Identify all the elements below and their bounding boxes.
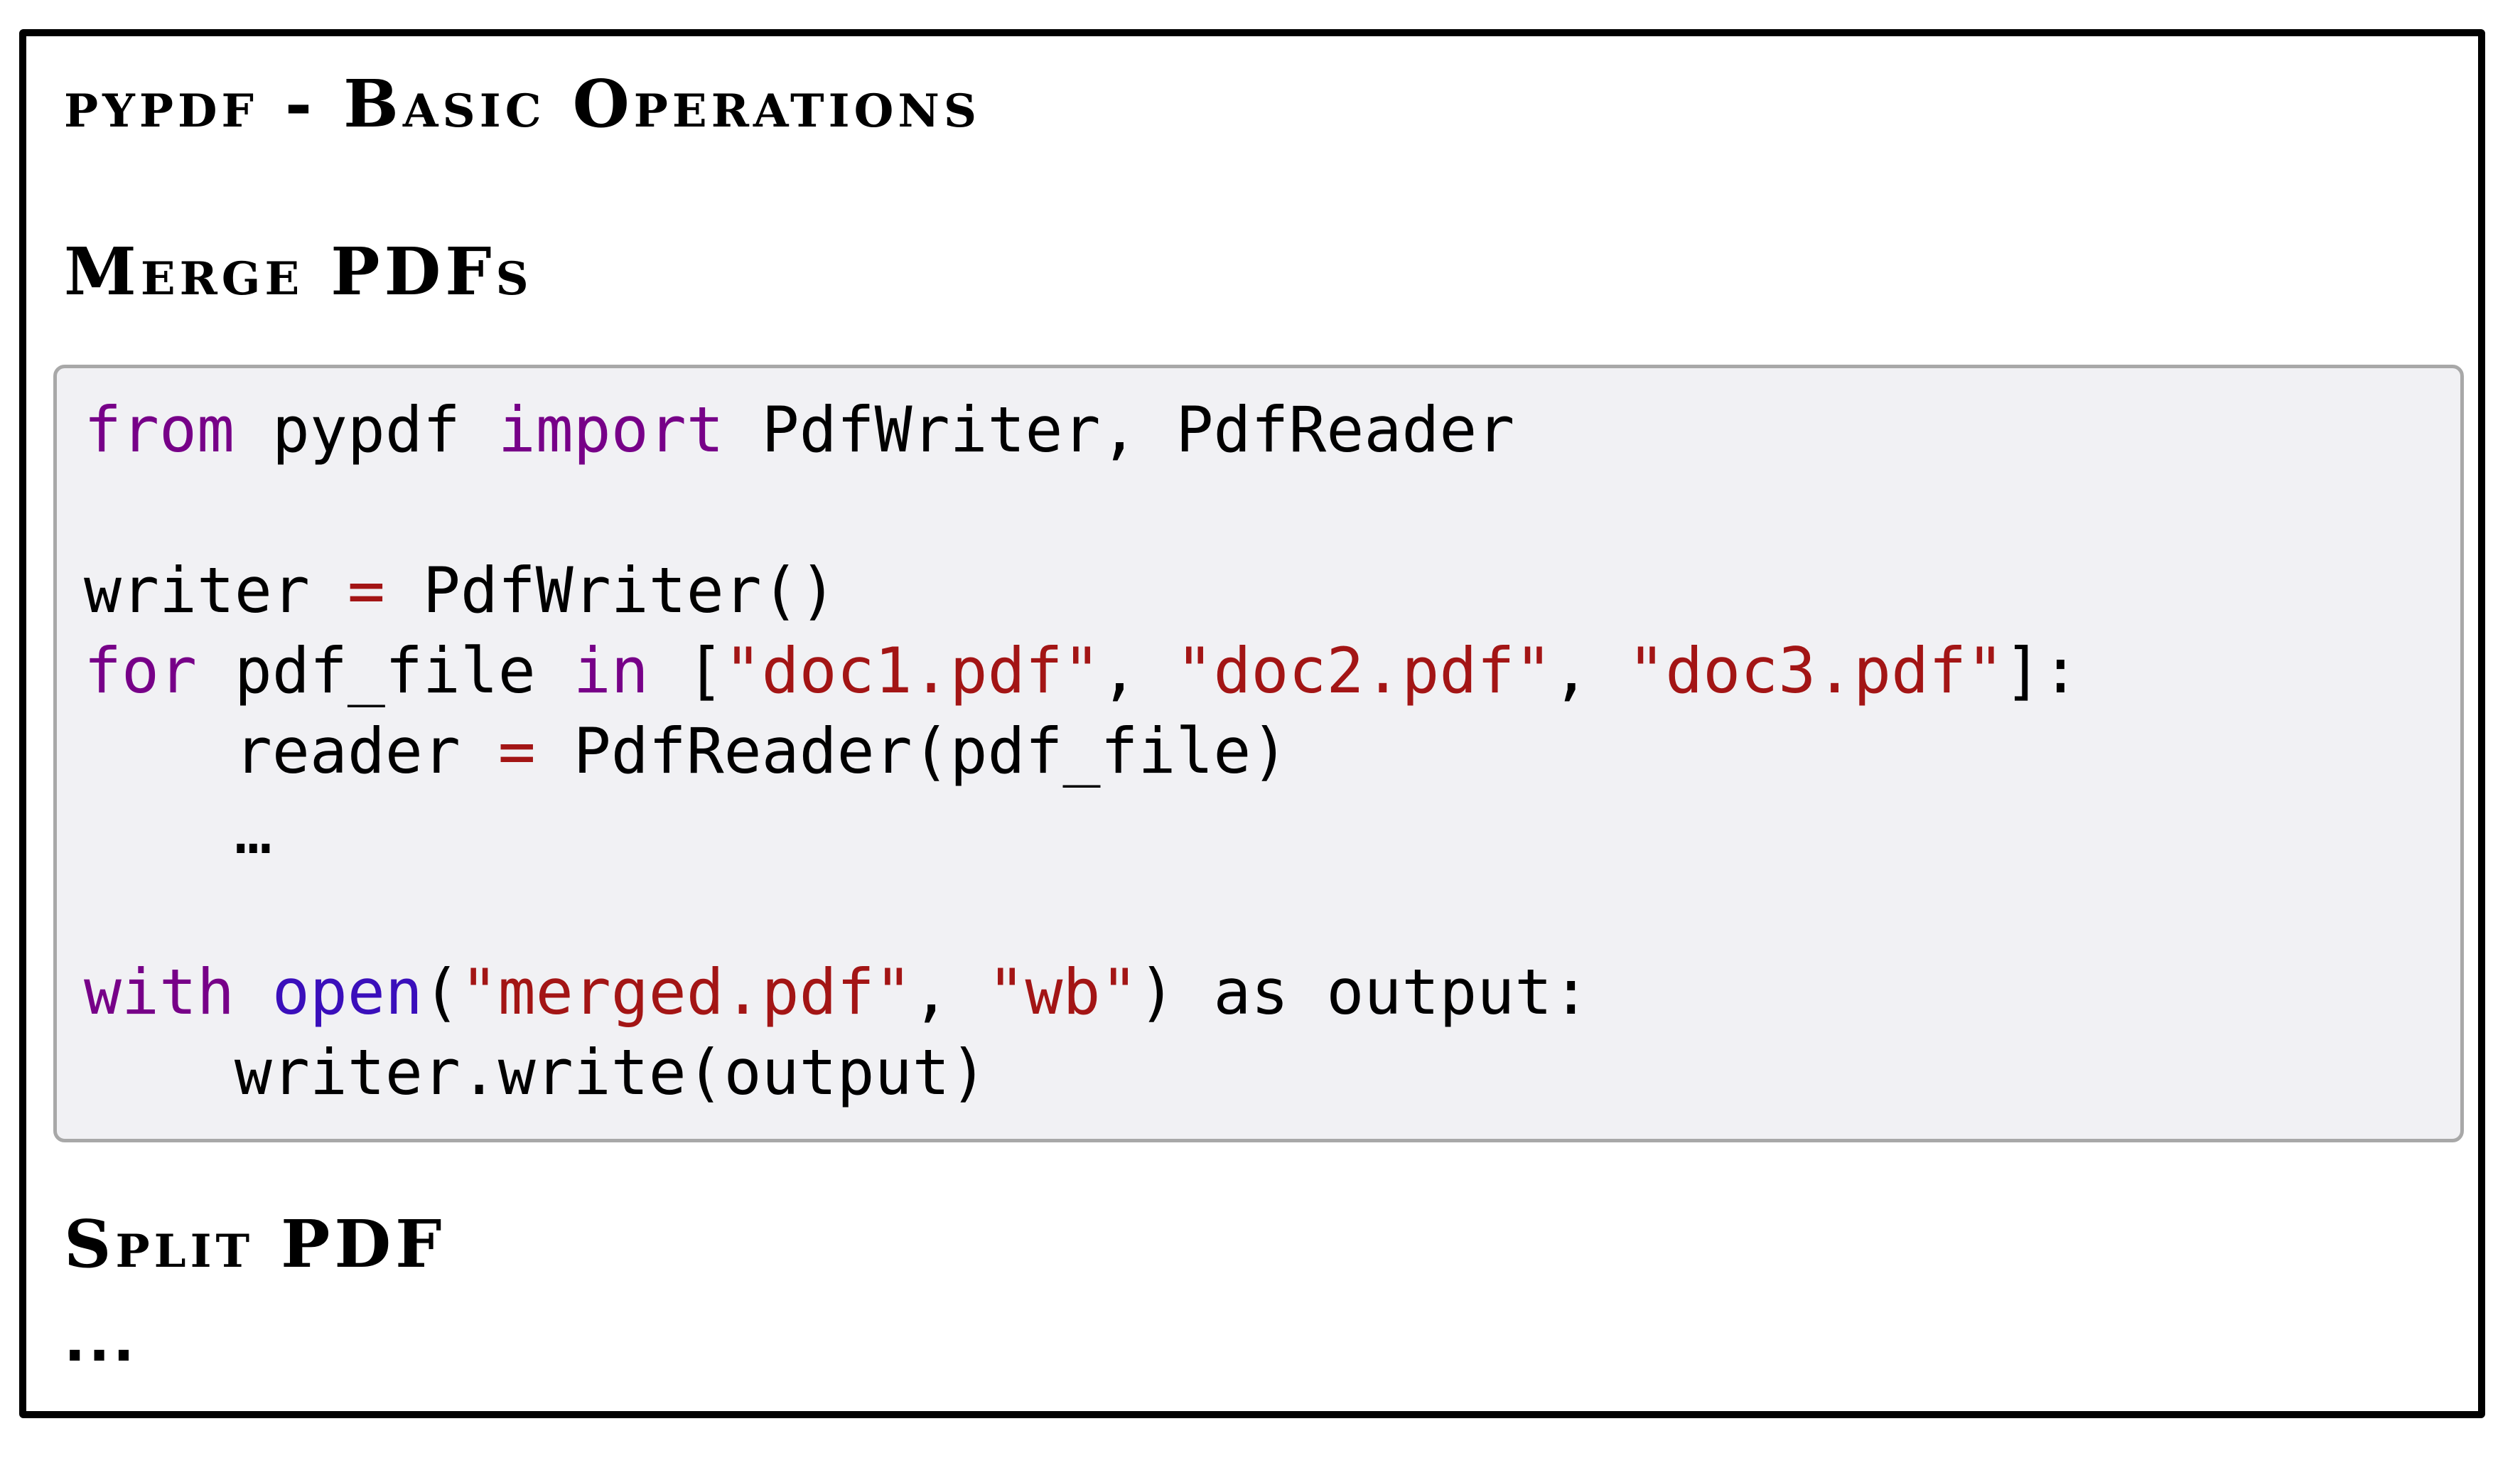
code-line: [84, 470, 2079, 550]
code-token-p: ]:: [2004, 634, 2080, 707]
code-token-str: "wb": [987, 955, 1138, 1029]
code-token-p: ,: [1100, 634, 1176, 707]
code-line: with open("merged.pdf", "wb") as output:: [84, 952, 2079, 1032]
code-token-p: PdfWriter, PdfReader: [723, 393, 1515, 466]
code-token-kw: in: [573, 634, 649, 707]
code-token-p: pypdf: [234, 393, 498, 466]
code-line: reader = PdfReader(pdf_file): [84, 711, 2079, 791]
section-heading-split: Split PDF: [64, 1206, 446, 1282]
code-token-str: "doc1.pdf": [723, 634, 1101, 707]
code-token-op: =: [497, 714, 536, 788]
code-token-str: "merged.pdf": [460, 955, 912, 1029]
code-token-p: [235, 955, 272, 1029]
code-block-merge: from pypdf import PdfWriter, PdfReader w…: [53, 365, 2464, 1142]
code-token-kw: from: [84, 393, 235, 466]
code-line: writer = PdfWriter(): [84, 550, 2079, 631]
code-token-kw: with: [84, 955, 235, 1029]
code-token-kw: for: [84, 634, 197, 707]
code-token-op: =: [347, 554, 385, 627]
code-line: [84, 872, 2079, 952]
code-token-p: writer.write(output): [84, 1036, 988, 1109]
code-token-p: ,: [1552, 634, 1628, 707]
code-token-p: writer: [84, 554, 348, 627]
code-token-p: ,: [912, 955, 988, 1029]
page-title: pypdf - Basic Operations: [64, 65, 981, 142]
code-token-bi: open: [271, 955, 423, 1029]
code-token-str: "doc2.pdf": [1175, 634, 1553, 707]
code-line: …: [84, 791, 2079, 872]
code-line: writer.write(output): [84, 1032, 2079, 1113]
code-token-p: ) as output:: [1138, 955, 1590, 1029]
split-body-ellipsis: ...: [64, 1308, 138, 1374]
code-token-p: [: [648, 634, 724, 707]
code-token-p: PdfWriter(): [384, 554, 837, 627]
code-token-p: reader: [84, 714, 498, 788]
code-token-p: …: [84, 795, 272, 868]
code-token-p: (: [422, 955, 461, 1029]
code-line: from pypdf import PdfWriter, PdfReader: [84, 390, 2079, 470]
code-token-kw: import: [497, 393, 724, 466]
code-token-p: PdfReader(pdf_file): [535, 714, 1289, 788]
code-content: from pypdf import PdfWriter, PdfReader w…: [84, 390, 2079, 1113]
code-line: for pdf_file in ["doc1.pdf", "doc2.pdf",…: [84, 631, 2079, 711]
code-token-str: "doc3.pdf": [1627, 634, 2005, 707]
code-token-p: pdf_file: [196, 634, 574, 707]
section-heading-merge: Merge PDFs: [64, 233, 533, 310]
